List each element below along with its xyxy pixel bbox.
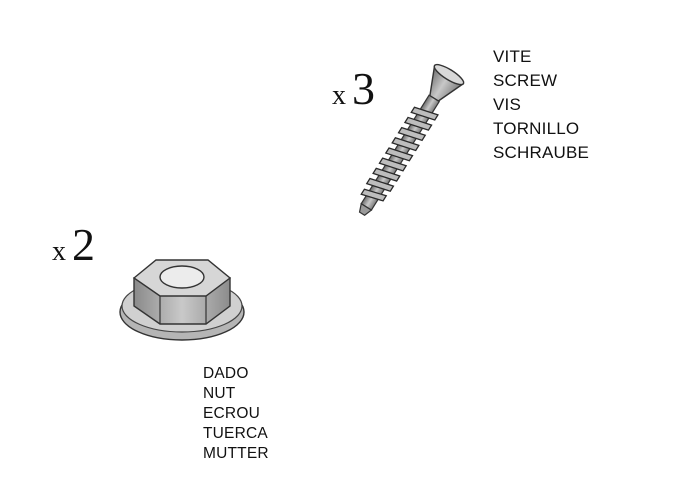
nut-quantity-number: 2 <box>72 219 95 270</box>
screw-quantity-number: 3 <box>352 63 375 114</box>
nut-label-it: DADO <box>203 365 249 382</box>
nut-quantity-prefix: x <box>52 236 66 267</box>
screw-icon <box>358 63 465 217</box>
screw-label-en: SCREW <box>493 71 558 90</box>
screw-label-fr: VIS <box>493 95 522 114</box>
screw-quantity-prefix: x <box>332 80 346 111</box>
nut-label-fr: ECROU <box>203 405 260 422</box>
nut-label-es: TUERCA <box>203 425 268 442</box>
nut-labels: DADO NUT ECROU TUERCA MUTTER <box>203 364 269 464</box>
nut-label-de: MUTTER <box>203 445 269 462</box>
screw-labels: VITE SCREW VIS TORNILLO SCHRAUBE <box>493 45 589 165</box>
screw-label-it: VITE <box>493 47 532 66</box>
screw-label-de: SCHRAUBE <box>493 143 590 162</box>
nut-label-en: NUT <box>203 385 236 402</box>
screw-label-es: TORNILLO <box>493 119 580 138</box>
nut-icon <box>119 259 245 341</box>
